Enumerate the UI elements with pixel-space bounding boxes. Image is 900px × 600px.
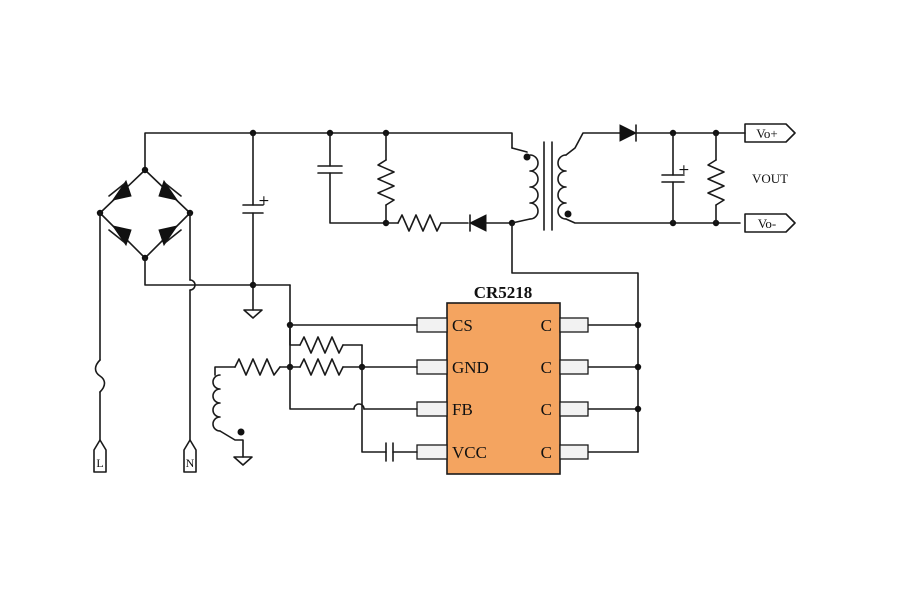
pin-c-4	[559, 444, 589, 460]
snubber-resistor-horizontal	[397, 214, 442, 232]
controller-ic: CR5218 CS GND FB VCC C C C C	[416, 283, 589, 475]
bridge-diode-1	[111, 179, 132, 201]
output-cap-polarity: +	[678, 162, 690, 178]
pin-cs	[416, 317, 448, 333]
neutral-terminal	[183, 439, 197, 473]
aux-ground-symbol	[233, 456, 253, 466]
vout-positive-label: Vo+	[756, 126, 778, 141]
transformer	[511, 132, 741, 231]
snubber-resistor-vertical	[377, 159, 395, 206]
bulk-cap-polarity: +	[258, 193, 270, 209]
secondary-winding	[557, 154, 567, 220]
vout-negative-label: Vo-	[758, 216, 777, 231]
drain-connection	[511, 222, 642, 453]
vout-label: VOUT	[752, 171, 788, 186]
bulk-capacitor: +	[242, 129, 291, 369]
neutral-terminal-label: N	[186, 456, 195, 470]
pin-c-2	[559, 359, 589, 375]
pin-fb	[416, 401, 448, 417]
pin-label-c-2: C	[541, 358, 552, 377]
pin-label-c-4: C	[541, 443, 552, 462]
pin-gnd	[416, 359, 448, 375]
fuse	[94, 359, 106, 393]
line-terminal	[93, 439, 107, 473]
pin-label-c-1: C	[541, 316, 552, 335]
snubber-diode	[468, 214, 487, 232]
bridge-rectifier	[99, 169, 191, 259]
aux-resistor-2	[299, 358, 344, 376]
bridge-diode-4	[158, 225, 179, 247]
aux-winding	[212, 374, 221, 432]
line-terminal-label: L	[96, 456, 103, 470]
vout-negative-connector	[744, 213, 796, 233]
snubber-capacitor	[329, 172, 387, 224]
pin-c-3	[559, 401, 589, 417]
chip-name: CR5218	[474, 283, 533, 302]
primary-winding	[529, 154, 539, 220]
output-stage: + Vo+ Vo- VOUT	[619, 123, 796, 233]
output-resistor	[707, 159, 725, 206]
bridge-diode-2	[158, 179, 179, 201]
pin-c-1	[559, 317, 589, 333]
input-rectifier	[96, 132, 513, 286]
ground-symbol	[243, 309, 263, 319]
bridge-diode-3	[111, 225, 132, 247]
pin-label-c-3: C	[541, 400, 552, 419]
rcd-snubber	[317, 129, 516, 232]
control-network	[212, 321, 418, 466]
pin-label-cs: CS	[452, 316, 473, 335]
pin-label-gnd: GND	[452, 358, 489, 377]
output-diode	[619, 124, 638, 142]
ac-input: L N	[93, 212, 197, 473]
pin-vcc	[416, 444, 448, 460]
aux-resistor-1	[234, 358, 281, 376]
chip-body	[446, 302, 561, 475]
pin-label-vcc: VCC	[452, 443, 487, 462]
pin-label-fb: FB	[452, 400, 473, 419]
cs-resistor	[299, 336, 344, 354]
vout-positive-connector	[744, 123, 796, 143]
